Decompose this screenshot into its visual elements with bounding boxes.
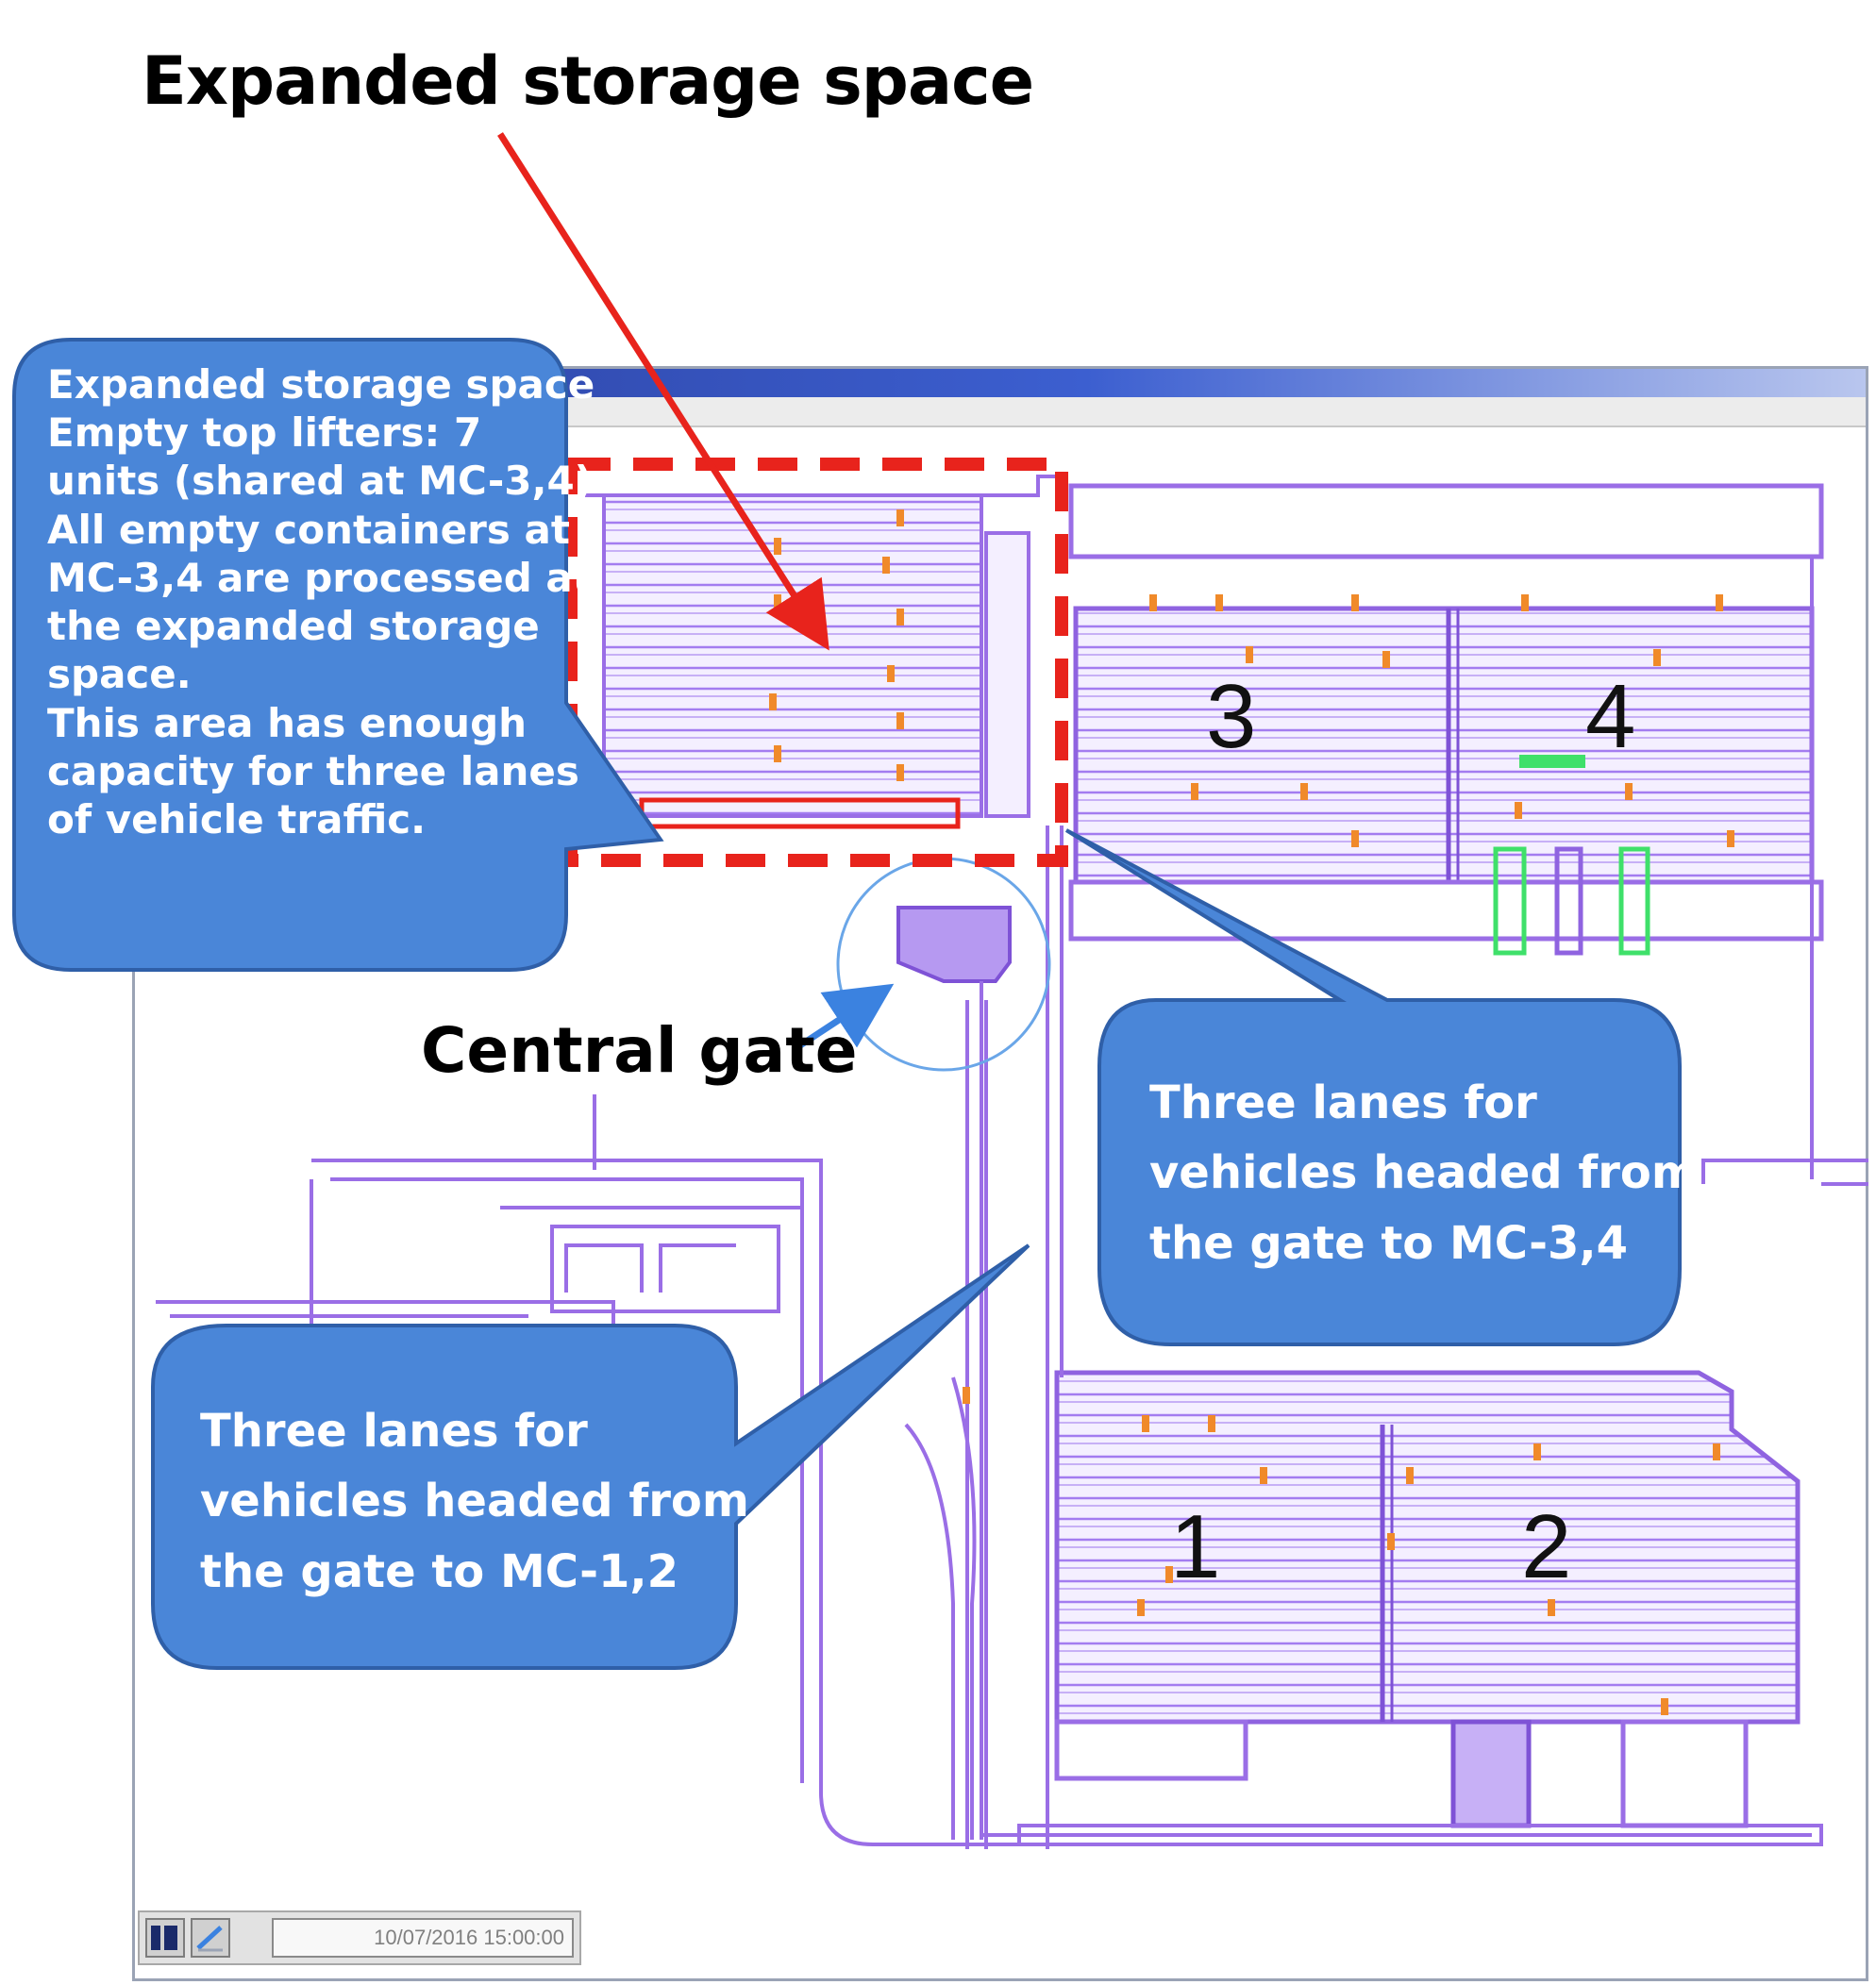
callout-storage-line: of vehicle traffic. (47, 796, 427, 843)
zone-label-3: 3 (1206, 666, 1257, 767)
page-title: Expanded storage space (142, 42, 1034, 120)
central-gate-structure (836, 857, 1051, 1840)
zone-label-4: 4 (1585, 666, 1636, 767)
expanded-storage-highlight (564, 458, 1068, 867)
callout-lanes34-bubble (1064, 828, 1682, 1346)
container-markers (769, 509, 1734, 1715)
edit-icon (196, 1926, 223, 1952)
status-timestamp: 10/07/2016 15:00:00 (272, 1918, 574, 1958)
expanded-storage-yard (585, 475, 1066, 829)
callout-lanes-mc12-text: Three lanes for vehicles headed from the… (200, 1396, 749, 1607)
callout-storage-line: space. (47, 651, 192, 698)
callout-storage-line: the expanded storage (47, 603, 540, 650)
callout-storage-line: Expanded storage space (47, 361, 595, 408)
callout-storage-line: capacity for three lanes (47, 747, 579, 794)
callout-lanes-mc12-line: Three lanes for (200, 1405, 588, 1458)
callout-storage-line: All empty containers at (47, 506, 570, 553)
status-bar: 10/07/2016 15:00:00 (138, 1910, 581, 1965)
gate-arrow (793, 983, 895, 1052)
status-edit-button[interactable] (191, 1918, 230, 1958)
callout-lanes-mc34-text: Three lanes for vehicles headed from the… (1149, 1068, 1699, 1278)
yard-mc-3-4 (1068, 483, 1824, 956)
callout-storage-line: This area has enough (47, 699, 528, 746)
callout-storage-line: units (shared at MC-3,4) (47, 458, 593, 505)
callout-storage-line: MC-3,4 are processed at (47, 554, 592, 601)
callout-lanes12-bubble (151, 1243, 1030, 1670)
central-gate-label: Central gate (421, 1014, 858, 1087)
callout-storage-line: Empty top lifters: 7 (47, 409, 482, 457)
callout-lanes-mc34-line: the gate to MC-3,4 (1149, 1216, 1629, 1270)
callout-lanes-mc12-line: vehicles headed from (200, 1475, 749, 1528)
yard-mc-1-2 (1017, 1370, 1823, 1846)
callout-storage-text: Expanded storage space Empty top lifters… (47, 360, 595, 843)
callout-lanes-mc34-line: Three lanes for (1149, 1076, 1537, 1129)
callout-storage-bubble (12, 338, 664, 972)
title-arrow (497, 132, 829, 651)
road-network (156, 557, 1868, 1849)
callout-lanes-mc34-line: vehicles headed from (1149, 1146, 1699, 1200)
person-icon (151, 1926, 177, 1950)
zone-label-2: 2 (1521, 1496, 1572, 1597)
status-person-button[interactable] (145, 1918, 185, 1958)
callout-lanes-mc12-line: the gate to MC-1,2 (200, 1544, 679, 1598)
zone-label-1: 1 (1170, 1496, 1221, 1597)
